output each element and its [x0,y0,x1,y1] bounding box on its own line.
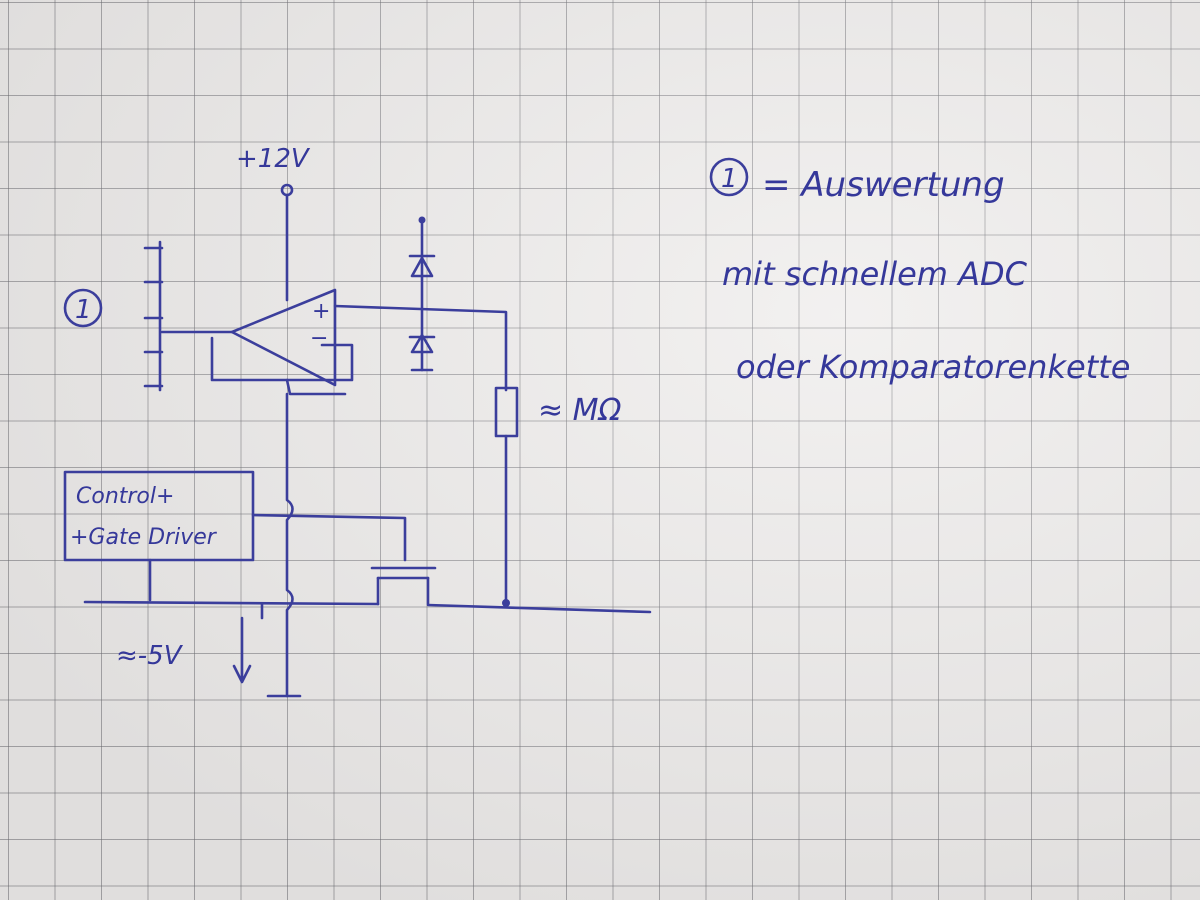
driver-box-line2: +Gate Driver [70,525,218,550]
driver-box: Control+ +Gate Driver [63,470,255,602]
sense-resistor [494,386,519,607]
marker-left: 1 [63,288,103,328]
voltage-arrow [232,616,252,684]
mosfet [251,513,437,606]
note: 1 = Auswertung mit schnellem ADC oder Ko… [709,157,1130,386]
driver-box-line1: Control+ [76,484,174,509]
supply-negative-label: ≈-5V [116,641,184,671]
opamp-minus-sign: − [310,326,328,351]
supply-node [280,183,294,197]
supply-rail [285,392,294,698]
opamp-plus-sign: + [312,299,330,324]
resistor-label: ≈ MΩ [538,393,622,428]
opamp: + − [160,288,354,396]
note-line3: oder Komparatorenkette [736,348,1130,386]
note-line1: = Auswertung [762,165,1005,205]
adc-scale [143,240,164,392]
diode-clamp [408,216,436,372]
marker-left-number: 1 [75,295,92,325]
supply-positive-label: +12V [236,144,311,174]
sense-wire [333,304,508,392]
note-marker-number: 1 [721,164,738,194]
ground-line [83,600,652,614]
note-line2: mit schnellem ADC [722,255,1028,293]
